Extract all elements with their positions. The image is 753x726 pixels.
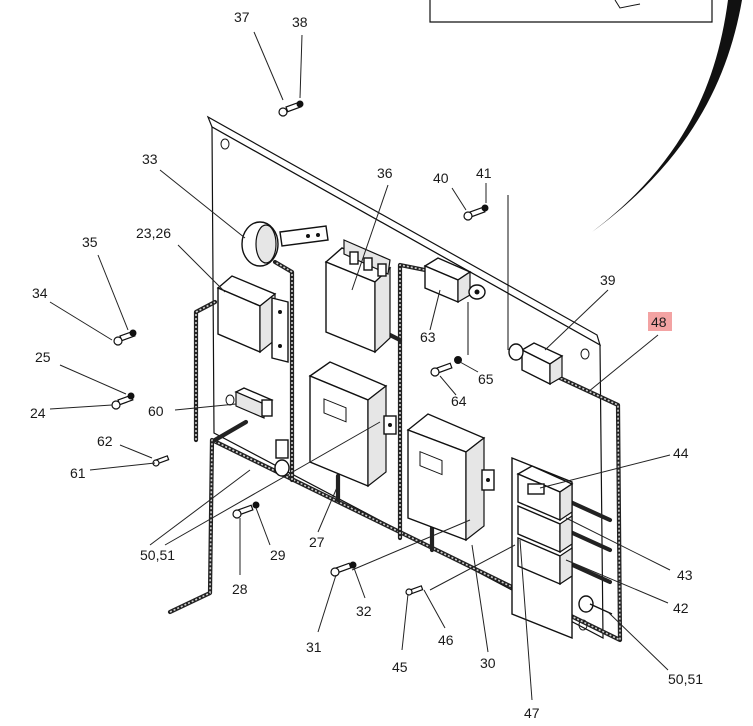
label-25: 25	[35, 349, 51, 365]
label-48: 48	[651, 314, 667, 330]
label-46: 46	[438, 632, 454, 648]
screw-64	[430, 362, 453, 377]
callout-labels: 37 38 33 36 40 41 35 23,26 34 39 48 63 2…	[30, 9, 703, 721]
label-64: 64	[451, 393, 467, 409]
label-50-51-right: 50,51	[668, 671, 703, 687]
label-41: 41	[476, 165, 492, 181]
label-45: 45	[392, 659, 408, 675]
screw-28	[232, 504, 254, 519]
label-23-26: 23,26	[136, 225, 171, 241]
label-61: 61	[70, 465, 86, 481]
label-32: 32	[356, 603, 372, 619]
label-30: 30	[480, 655, 496, 671]
screw-40	[463, 206, 486, 221]
label-50-51-left: 50,51	[140, 547, 175, 563]
terminal-part-60	[234, 387, 274, 419]
label-43: 43	[677, 567, 693, 583]
relay-part-36	[324, 239, 392, 354]
pointer-arc	[592, 0, 742, 232]
label-40: 40	[433, 170, 449, 186]
label-65: 65	[478, 371, 494, 387]
label-33: 33	[142, 151, 158, 167]
label-48-highlight	[648, 312, 672, 331]
component-part-63	[423, 257, 486, 355]
label-35: 35	[82, 234, 98, 250]
gauge-part-33	[241, 221, 329, 267]
module-part-30	[406, 413, 495, 542]
screws	[111, 100, 489, 596]
label-62: 62	[97, 433, 113, 449]
label-42: 42	[673, 600, 689, 616]
screw-31	[330, 562, 352, 577]
label-27: 27	[309, 534, 325, 550]
relay-part-23-26	[216, 275, 289, 363]
component-part-39	[507, 195, 564, 386]
label-47: 47	[524, 705, 540, 721]
label-39: 39	[600, 272, 616, 288]
label-44: 44	[673, 445, 689, 461]
connector-stack-42-44	[511, 456, 574, 640]
label-31: 31	[306, 639, 322, 655]
label-28: 28	[232, 581, 248, 597]
label-24: 24	[30, 405, 46, 421]
label-29: 29	[270, 547, 286, 563]
leader-lines	[49, 31, 671, 701]
label-36: 36	[377, 165, 393, 181]
screw-61	[152, 455, 170, 467]
label-38: 38	[292, 14, 308, 30]
inset-frame	[429, 0, 713, 23]
module-part-27	[308, 361, 397, 488]
screw-45	[405, 585, 424, 596]
label-60: 60	[148, 403, 164, 419]
label-34: 34	[32, 285, 48, 301]
label-63: 63	[420, 329, 436, 345]
label-37: 37	[234, 9, 250, 25]
